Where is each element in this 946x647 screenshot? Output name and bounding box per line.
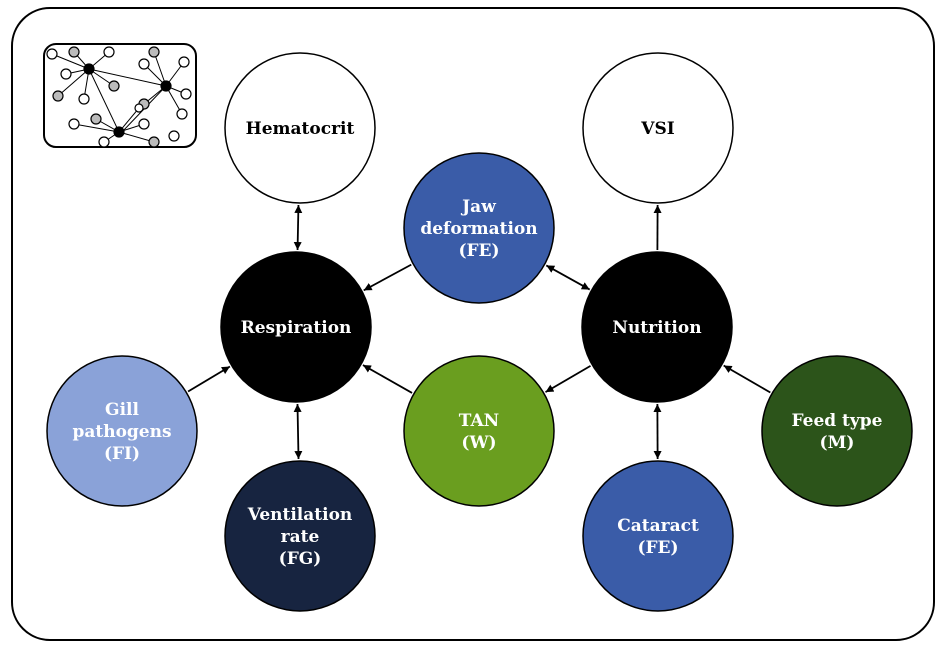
- node-vsi-label: VSI: [640, 119, 674, 139]
- node-tan-label: (W): [461, 433, 496, 453]
- node-respiration: Respiration: [220, 251, 372, 403]
- node-gill-label: Gill: [105, 400, 139, 420]
- node-vsi: VSI: [582, 52, 734, 204]
- node-respiration-label: Respiration: [241, 318, 352, 338]
- node-cataract-label: Cataract: [617, 516, 699, 536]
- edge-respiration-ventilation: [293, 403, 303, 460]
- node-hematocrit: Hematocrit: [224, 52, 376, 204]
- node-nutrition-circle: [581, 251, 733, 403]
- node-hematocrit-circle: [224, 52, 376, 204]
- edge-respiration-hematocrit: [293, 204, 303, 251]
- node-feed-label: Feed type: [791, 411, 882, 431]
- node-nutrition: Nutrition: [581, 251, 733, 403]
- edge-gill-respiration: [187, 365, 231, 393]
- node-jaw-circle: [403, 152, 555, 304]
- node-jaw-label: (FE): [458, 241, 499, 261]
- node-cataract: Cataract(FE): [582, 460, 734, 612]
- node-jaw-label: Jaw: [460, 197, 496, 217]
- node-jaw-label: deformation: [420, 219, 537, 239]
- node-cataract-circle: [582, 460, 734, 612]
- edge-jaw-nutrition: [545, 264, 591, 291]
- node-hematocrit-label: Hematocrit: [246, 119, 355, 139]
- node-ventilation-label: rate: [281, 527, 320, 547]
- edge-nutrition-tan: [545, 365, 591, 393]
- node-ventilation-circle: [224, 460, 376, 612]
- node-feed-label: (M): [820, 433, 855, 453]
- node-feed-circle: [761, 355, 913, 507]
- node-gill-label: (FI): [104, 444, 140, 464]
- node-nutrition-label: Nutrition: [612, 318, 701, 338]
- edges: [187, 204, 771, 460]
- edge-feed-nutrition: [723, 364, 771, 394]
- node-tan-label: TAN: [459, 411, 499, 431]
- node-gill-circle: [46, 355, 198, 507]
- node-respiration-circle: [220, 251, 372, 403]
- node-vsi-circle: [582, 52, 734, 204]
- node-feed: Feed type(M): [761, 355, 913, 507]
- node-tan-circle: [403, 355, 555, 507]
- node-tan: TAN(W): [403, 355, 555, 507]
- node-ventilation-label: Ventilation: [247, 505, 353, 525]
- node-gill-label: pathogens: [72, 422, 171, 442]
- network-graph-icon: [43, 43, 197, 148]
- node-ventilation-label: (FG): [279, 549, 322, 569]
- edge-tan-respiration: [362, 364, 413, 394]
- edge-jaw-respiration: [363, 263, 412, 292]
- node-cataract-label: (FE): [637, 538, 678, 558]
